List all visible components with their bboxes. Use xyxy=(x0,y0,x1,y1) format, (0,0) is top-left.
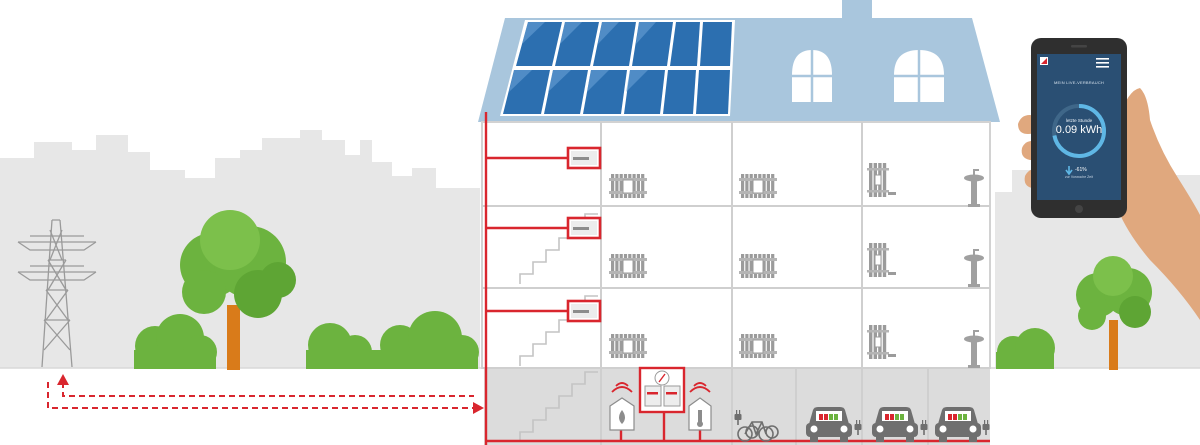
electric-cars xyxy=(806,407,981,442)
house-body xyxy=(481,121,991,445)
smartphone xyxy=(1031,38,1127,218)
bush-right xyxy=(996,328,1055,369)
solar-panels xyxy=(500,20,735,116)
wireless-sensor-left-icon xyxy=(609,382,635,431)
app-screen: MEIN LIVE-VERBRAUCH letzte Stunde 0.09 k… xyxy=(1037,54,1121,200)
basement-gateway-icon xyxy=(638,366,686,414)
bush-middle xyxy=(306,311,479,369)
wireless-sensor-right-icon xyxy=(688,382,712,431)
app-title: MEIN LIVE-VERBRAUCH xyxy=(1053,80,1105,85)
gauge-value: 0.09 kWh xyxy=(1055,124,1103,136)
bush-left xyxy=(134,314,217,369)
power-tower-icon xyxy=(17,219,97,368)
bicycle-icon xyxy=(737,421,779,442)
gauge-label: letzte Stunde xyxy=(1065,118,1093,123)
comparison-label: zur Vorwoche Zeit xyxy=(1064,175,1093,179)
arrow-heads xyxy=(57,374,484,414)
tree-right xyxy=(1076,256,1152,370)
tree-left xyxy=(180,210,296,370)
grid-feed-arrows xyxy=(47,382,474,409)
gauge-progress-arc xyxy=(1052,104,1106,158)
consumption-delta: -61% xyxy=(1075,167,1087,173)
